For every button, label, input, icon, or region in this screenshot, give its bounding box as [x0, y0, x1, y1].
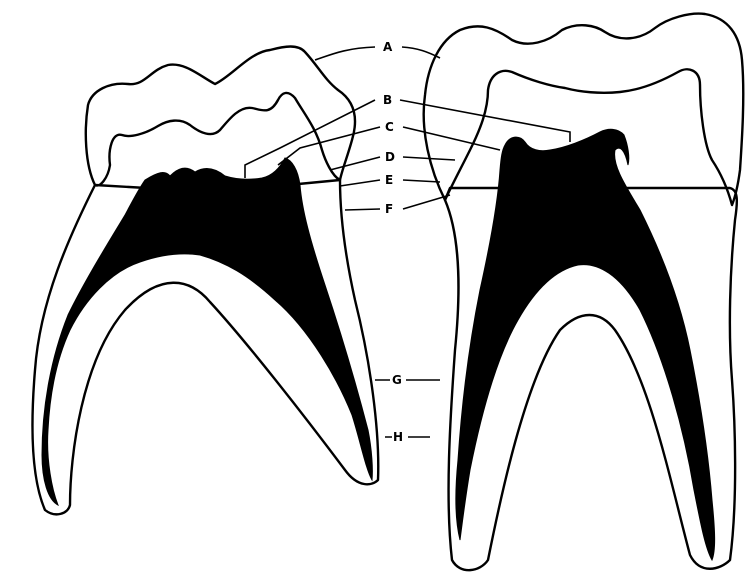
label-b: B	[383, 93, 392, 107]
label-a: A	[383, 40, 393, 54]
label-g: G	[392, 373, 402, 387]
label-e: E	[385, 173, 393, 187]
left-enamel	[86, 47, 355, 186]
right-tooth	[424, 14, 744, 571]
label-d: D	[385, 150, 395, 164]
label-f: F	[385, 202, 393, 216]
left-tooth	[32, 47, 378, 515]
leader-a	[315, 47, 440, 60]
left-pulp	[42, 158, 372, 505]
label-c: C	[385, 120, 394, 134]
label-h: H	[393, 430, 403, 444]
leader-f	[345, 195, 450, 210]
